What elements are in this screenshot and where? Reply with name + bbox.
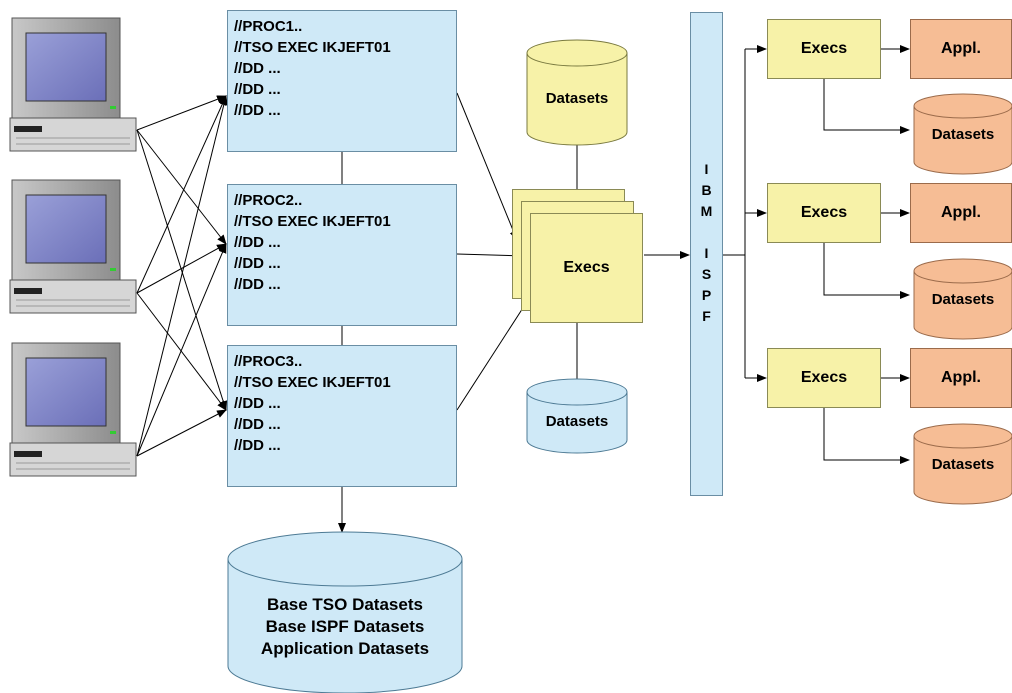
datasets-cylinder-right xyxy=(913,423,1012,505)
datasets-top-label: Datasets xyxy=(545,90,609,107)
proc-line: //DD ... xyxy=(234,81,281,98)
datasets-cylinder-right xyxy=(913,93,1012,175)
appl-box-2: Appl. xyxy=(910,183,1012,243)
ispf-letter: B xyxy=(701,182,712,198)
proc-line: //DD ... xyxy=(234,234,281,251)
proc-box-2: //PROC2.. //TSO EXEC IKJEFT01 //DD ... /… xyxy=(227,184,457,326)
execs-box-1: Execs xyxy=(767,19,881,79)
proc-line: //DD ... xyxy=(234,276,281,293)
ispf-letter: S xyxy=(701,266,712,282)
connector-arrow xyxy=(136,243,227,457)
proc-line: //TSO EXEC IKJEFT01 xyxy=(234,374,391,391)
proc-line: //DD ... xyxy=(234,395,281,412)
connector-arrow xyxy=(823,79,910,134)
connector-arrow xyxy=(136,95,228,457)
appl-box-1: Appl. xyxy=(910,19,1012,79)
proc-line: //DD ... xyxy=(234,102,281,119)
proc-line: //TSO EXEC IKJEFT01 xyxy=(234,213,391,230)
execs-page-front: Execs xyxy=(530,213,643,323)
connector-arrow xyxy=(456,92,518,241)
connector-arrow xyxy=(823,408,910,464)
execs-label: Execs xyxy=(563,259,610,276)
ispf-letter: I xyxy=(704,245,709,261)
terminal-icon xyxy=(9,179,137,314)
ispf-letter: P xyxy=(701,287,712,303)
ispf-letter: M xyxy=(700,203,713,219)
execs-box-3: Execs xyxy=(767,348,881,408)
proc-line: //DD ... xyxy=(234,416,281,433)
proc-line: //DD ... xyxy=(234,255,281,272)
datasets-right-label-2: Datasets xyxy=(931,291,995,308)
proc-line: //DD ... xyxy=(234,60,281,77)
terminal-icon xyxy=(9,17,137,152)
connector-arrow xyxy=(136,292,227,411)
connector-arrow xyxy=(136,243,227,294)
proc-line: //TSO EXEC IKJEFT01 xyxy=(234,39,391,56)
proc-line: //PROC3.. xyxy=(234,353,303,370)
datasets-right-label-3: Datasets xyxy=(931,456,995,473)
datasets-bottom-label: Datasets xyxy=(545,413,609,430)
execs-box-2: Execs xyxy=(767,183,881,243)
datasets-cylinder-right xyxy=(913,258,1012,340)
proc-line: //PROC2.. xyxy=(234,192,303,209)
ibm-ispf-bar: I B M I S P F xyxy=(690,12,723,496)
proc-line: //DD ... xyxy=(234,437,281,454)
connector-arrow xyxy=(823,243,910,299)
connector-arrow xyxy=(136,129,228,411)
connector-arrow xyxy=(136,409,227,457)
base-datasets-line: Base ISPF Datasets xyxy=(265,617,425,636)
ispf-letter: I xyxy=(704,161,709,177)
proc-line: //PROC1.. xyxy=(234,18,303,35)
proc-box-1: //PROC1.. //TSO EXEC IKJEFT01 //DD ... /… xyxy=(227,10,457,152)
base-datasets-line: Base TSO Datasets xyxy=(267,595,423,614)
proc-box-3: //PROC3.. //TSO EXEC IKJEFT01 //DD ... /… xyxy=(227,345,457,487)
connector-arrow xyxy=(136,129,227,245)
datasets-right-label-1: Datasets xyxy=(931,126,995,143)
datasets-cylinder-top xyxy=(526,39,628,146)
ispf-letter: F xyxy=(702,308,711,324)
terminal-icon xyxy=(9,342,137,477)
connector-arrow xyxy=(136,95,227,131)
base-datasets-label: Base TSO Datasets Base ISPF Datasets App… xyxy=(230,594,460,660)
base-datasets-line: Application Datasets xyxy=(260,639,430,658)
datasets-cylinder-bottom xyxy=(526,378,628,454)
connector-arrow xyxy=(136,95,227,294)
appl-box-3: Appl. xyxy=(910,348,1012,408)
connector-arrow xyxy=(456,296,531,411)
